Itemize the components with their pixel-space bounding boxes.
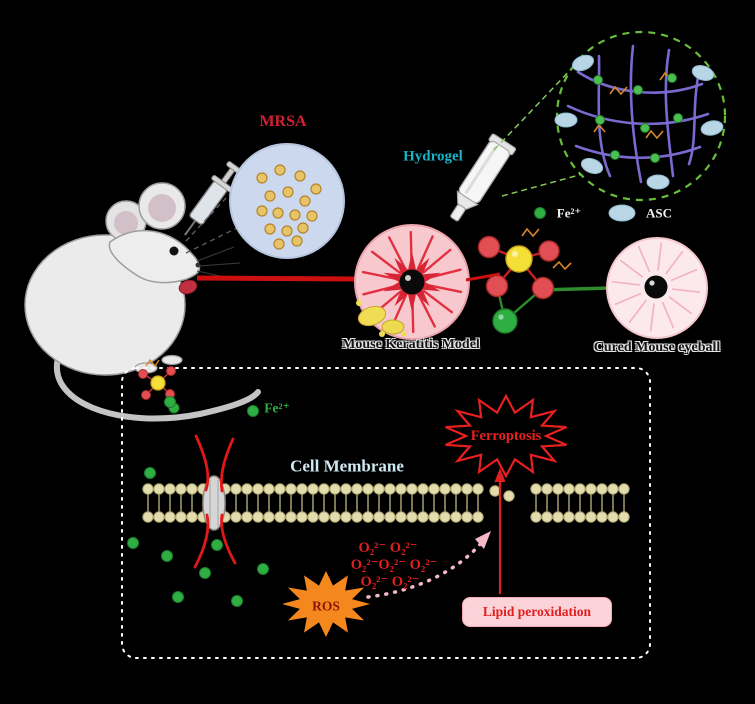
iris-rays [611, 242, 701, 332]
mouse-illustration [24, 182, 261, 422]
infection-line [196, 275, 357, 282]
keratitis-pupil [399, 269, 425, 295]
legend-fe-dot [534, 207, 546, 219]
ros-label: ROS [312, 598, 340, 614]
ferroptosis-starburst [445, 393, 567, 479]
legend-fe-label: Fe²⁺ [556, 205, 582, 221]
fe-ion-dots [127, 396, 269, 607]
mouse-mouth [178, 279, 198, 295]
ferroptosis-arrow [494, 468, 506, 594]
superoxide-row: O₂²⁻O₂²⁻ O₂²⁻ [350, 556, 438, 573]
superoxide-row: O₂²⁻ O₂²⁻ [358, 539, 418, 556]
keratitis-model-label: Mouse Keratitis Model [342, 337, 480, 352]
pus-blob [381, 319, 405, 335]
hydrogel-tube-icon [450, 133, 517, 222]
cured-pupil [644, 275, 668, 299]
pus-blob [357, 305, 387, 327]
keratitis-eye [354, 224, 470, 340]
lipid-bilayer [142, 483, 630, 523]
fe-ion-label: Fe²⁺ [264, 400, 290, 416]
mrsa-label: MRSA [259, 113, 307, 130]
fe-dots-in-gel [593, 73, 683, 163]
legend-asc-oval [608, 204, 636, 222]
mrsa-bacteria-dots [256, 164, 322, 250]
asc-ovals [554, 54, 724, 190]
ferroptosis-label: Ferroptosis [470, 427, 542, 444]
superoxide-row: O₂²⁻ O₂²⁻ [360, 573, 420, 590]
iron-sphere [492, 308, 518, 334]
legend-asc-label: ASC [645, 205, 673, 221]
hydrogel-label: Hydrogel [403, 148, 463, 165]
molecule-structure [465, 227, 611, 334]
cured-eyeball-label: Cured Mouse eyeball [593, 340, 721, 355]
zoom-callout-lines-hydrogel [493, 62, 584, 197]
whiskers [196, 246, 241, 280]
lipid-peroxidation-badge: Lipid peroxidation [462, 597, 612, 627]
mrsa-zoom-circle [229, 143, 345, 259]
cell-membrane-label: Cell Membrane [290, 456, 404, 476]
ros-starburst [282, 571, 370, 637]
mechanism-panel-border [121, 367, 651, 659]
hydrogel-network-zoom [554, 30, 727, 202]
mouse-eye [169, 246, 179, 256]
sulfur-sphere [505, 245, 533, 273]
cured-eye [606, 237, 708, 339]
membrane-damage-spikes [193, 434, 237, 569]
ros-dotted-arrow [366, 531, 491, 599]
